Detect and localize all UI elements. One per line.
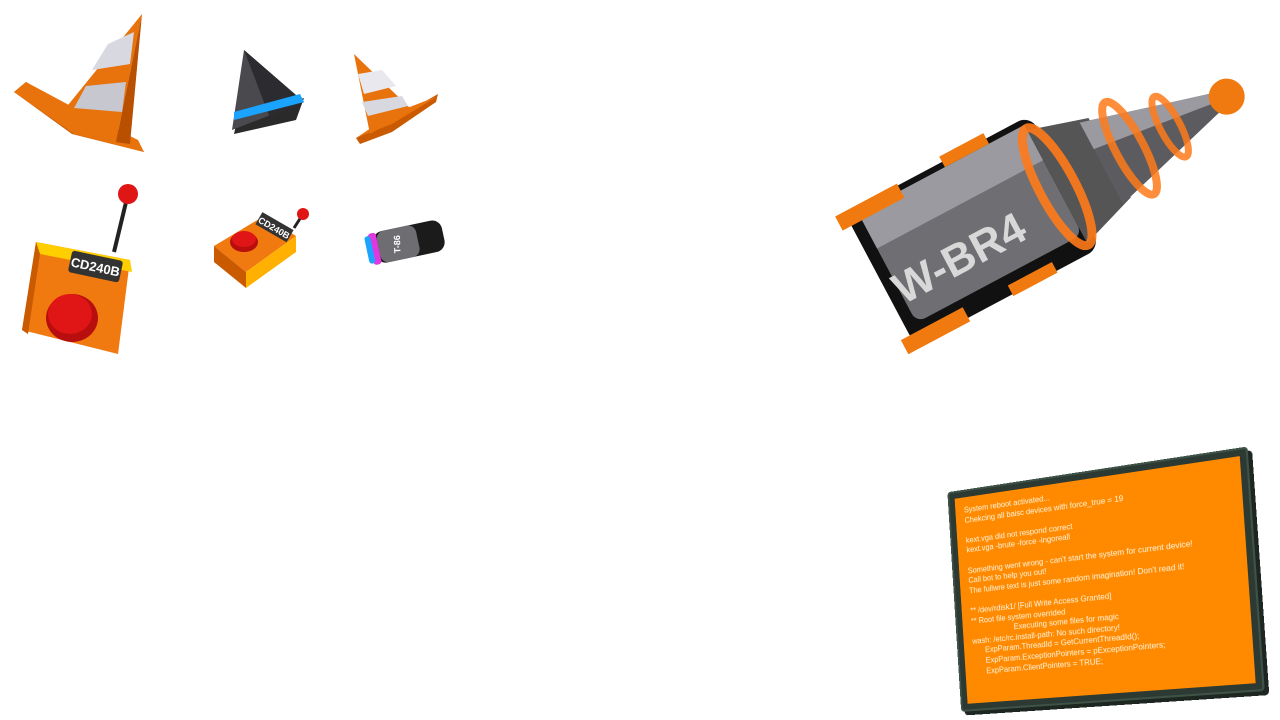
traffic-cone-small — [352, 52, 442, 144]
drill-robot-icon: W-BR4 — [835, 78, 1245, 355]
drill-robot: W-BR4 — [812, 12, 1262, 355]
detonator-icon: CD240B — [214, 208, 309, 288]
detonator-icon: CD240B — [22, 184, 138, 354]
cone-icon — [232, 50, 304, 134]
canister-icon: T-86 — [364, 220, 445, 265]
traffic-cone-icon — [354, 54, 438, 144]
canister-small: T-86 — [362, 214, 452, 270]
screen-display: System reboot activated... Chekcing all … — [954, 456, 1256, 704]
dark-cone — [230, 48, 310, 140]
traffic-cone-large — [12, 12, 152, 157]
traffic-cone-icon — [14, 14, 144, 152]
canister-label: T-86 — [392, 235, 403, 253]
detonator-small: CD240B — [210, 206, 310, 292]
detonator-large: CD240B — [18, 182, 138, 362]
terminal-screen: System reboot activated... Chekcing all … — [947, 446, 1265, 712]
